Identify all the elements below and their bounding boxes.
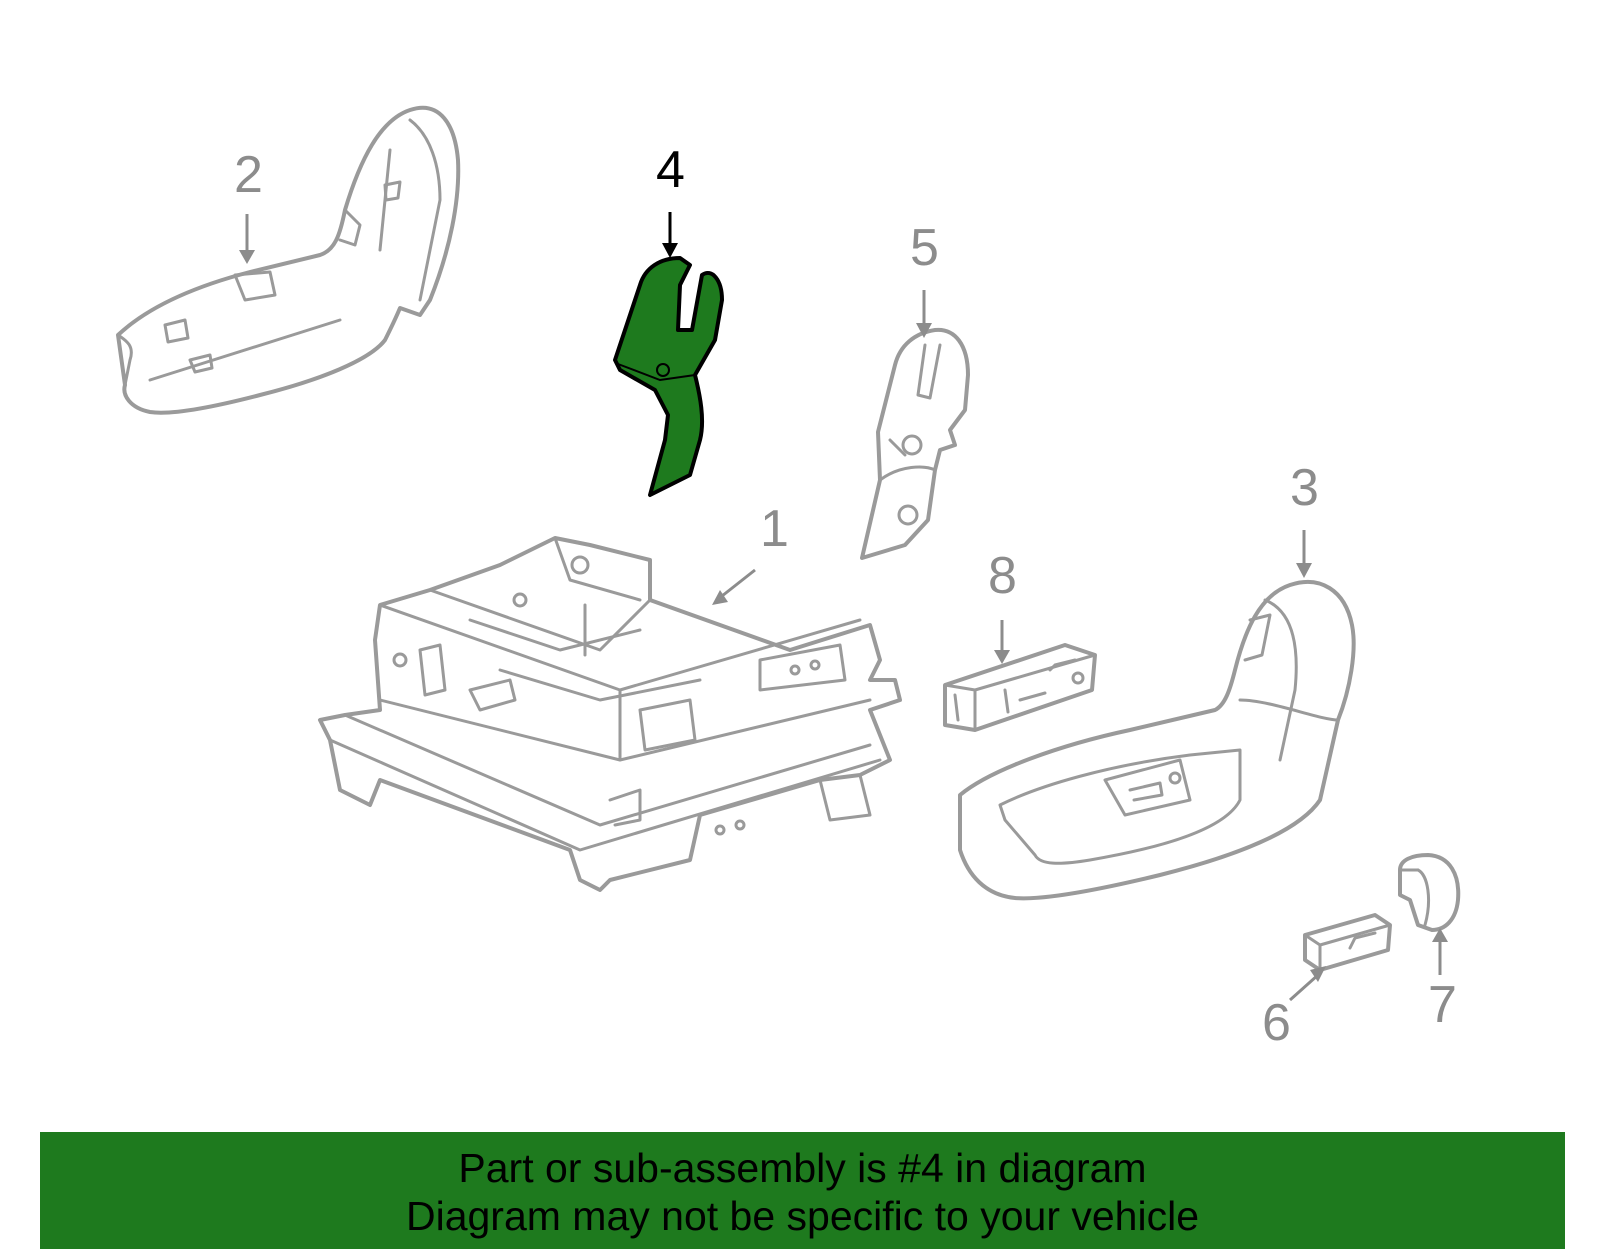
callout-6: 6 — [1262, 966, 1326, 1052]
callout-5: 5 — [910, 219, 939, 338]
callout-2: 2 — [234, 146, 263, 264]
callout-3: 3 — [1290, 459, 1319, 578]
callout-1-label: 1 — [760, 500, 789, 558]
callout-2-label: 2 — [234, 146, 263, 204]
callout-5-label: 5 — [910, 219, 939, 277]
callout-8-label: 8 — [988, 547, 1017, 605]
callout-1: 1 — [712, 500, 789, 605]
banner-line-2: Diagram may not be specific to your vehi… — [405, 1193, 1199, 1239]
info-banner: Part or sub-assembly is #4 in diagram Di… — [40, 1132, 1565, 1249]
callout-7-label: 7 — [1428, 976, 1457, 1034]
part-1-seat-frame[interactable] — [318, 536, 902, 892]
callout-4-label: 4 — [656, 141, 685, 199]
part-3-seat-side-cover[interactable] — [958, 579, 1356, 901]
callout-4: 4 — [656, 141, 685, 258]
callout-7: 7 — [1428, 928, 1457, 1034]
callout-6-label: 6 — [1262, 994, 1291, 1052]
banner-line-1: Part or sub-assembly is #4 in diagram — [458, 1145, 1147, 1191]
part-2-seat-side-cover[interactable] — [116, 106, 461, 415]
part-7-knob[interactable] — [1398, 853, 1461, 932]
callout-3-label: 3 — [1290, 459, 1319, 517]
callout-8: 8 — [988, 547, 1017, 664]
part-5-bracket-cover[interactable] — [860, 327, 970, 560]
part-4-highlighted-bracket[interactable] — [613, 256, 724, 497]
part-8-switch-assembly[interactable] — [943, 643, 1097, 732]
part-6-switch[interactable] — [1303, 913, 1392, 972]
